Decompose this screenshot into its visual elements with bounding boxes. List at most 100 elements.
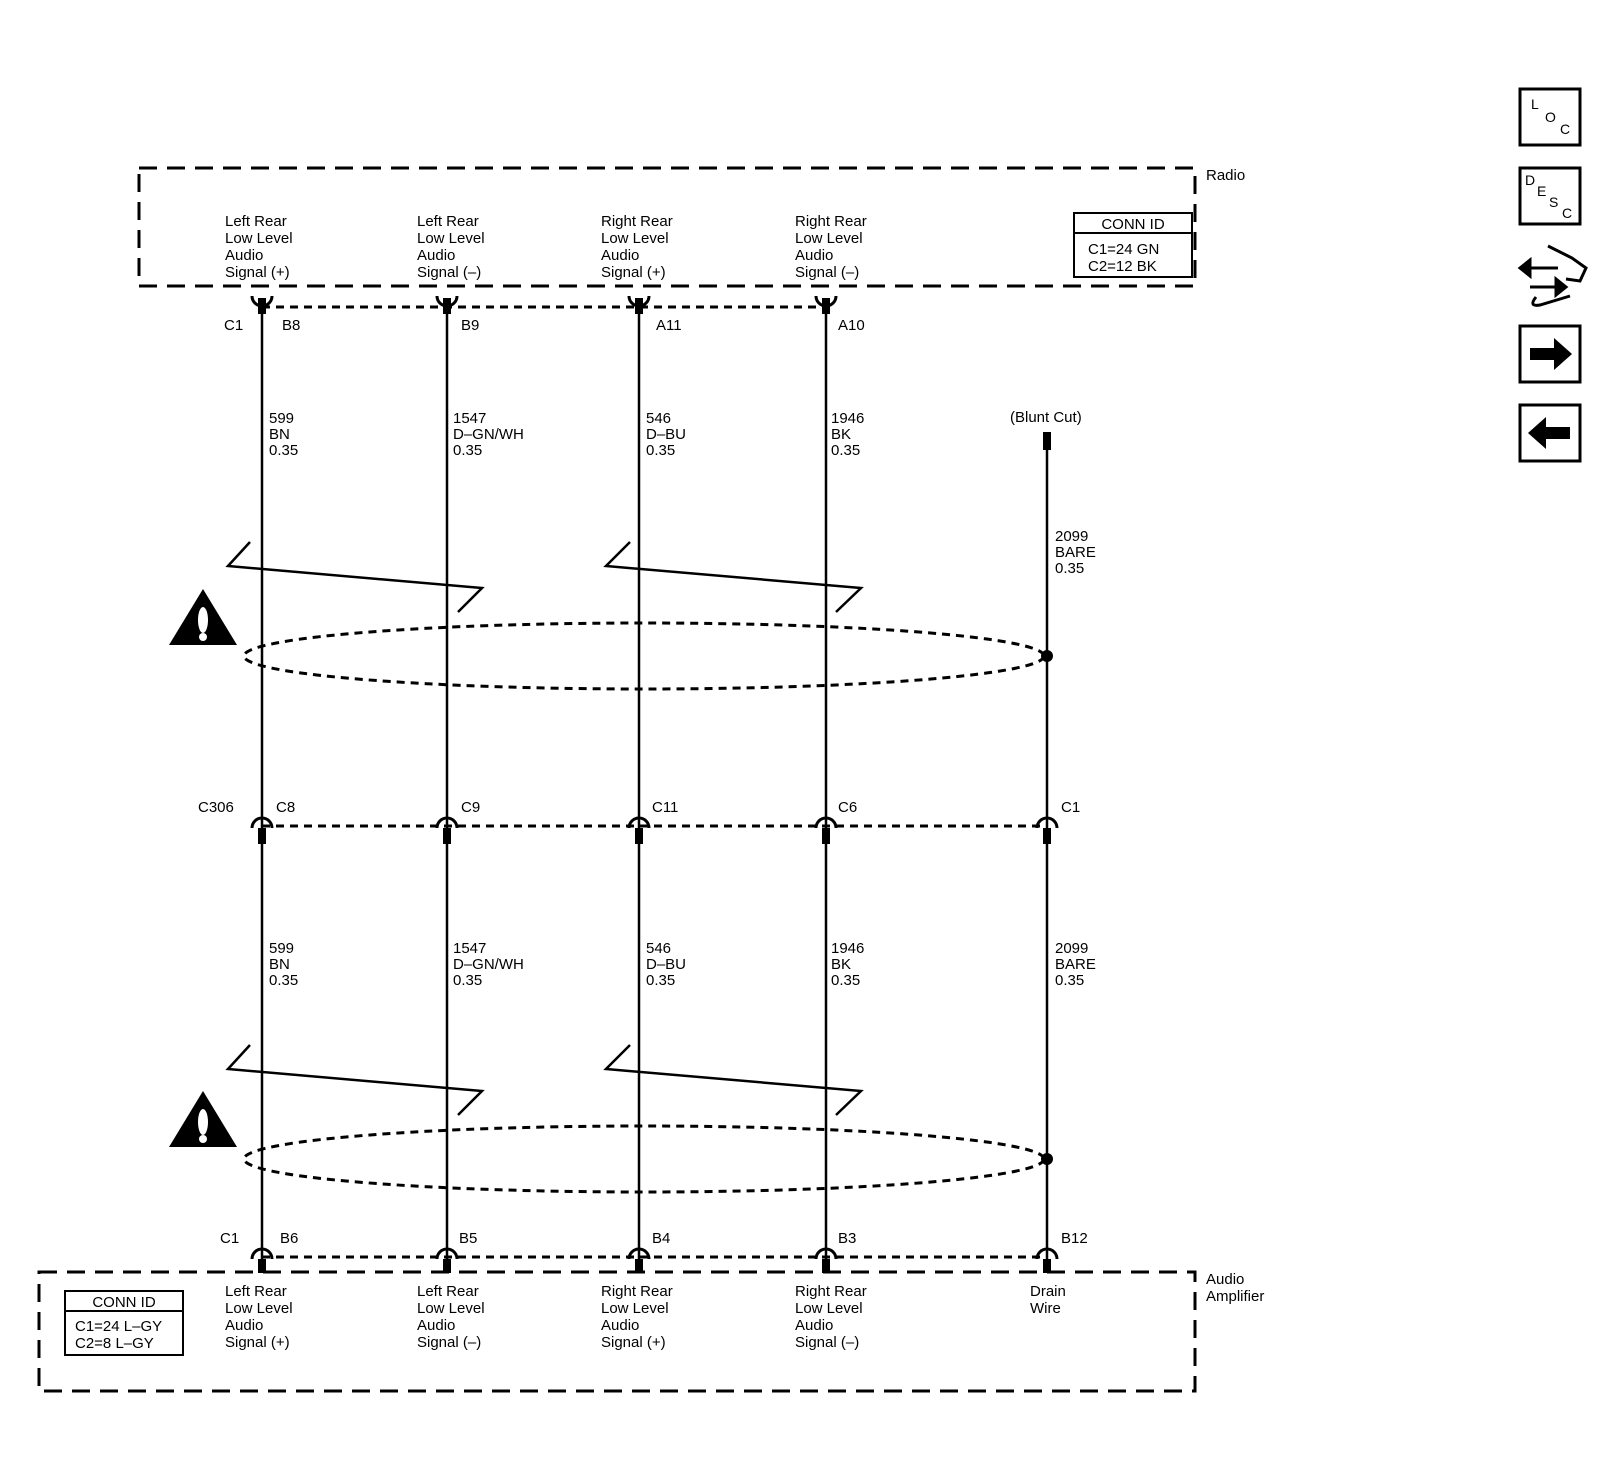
svg-text:D–BU: D–BU xyxy=(646,956,686,973)
caution-icon xyxy=(169,589,237,645)
radio-conn-id-line: C1=24 GN xyxy=(1088,241,1159,258)
svg-text:Audio: Audio xyxy=(417,1317,455,1334)
svg-text:O: O xyxy=(1545,109,1556,125)
wire-label: 1547 D–GN/WH 0.35 xyxy=(453,940,524,989)
amplifier-title: Audio xyxy=(1206,1271,1244,1288)
svg-text:Audio: Audio xyxy=(601,247,639,264)
svg-text:Drain: Drain xyxy=(1030,1283,1066,1300)
svg-text:599: 599 xyxy=(269,940,294,957)
amp-conn-id-line: C1=24 L–GY xyxy=(75,1318,162,1335)
svg-text:BK: BK xyxy=(831,426,851,443)
radio-signal-label: Right Rear Low Level Audio Signal (–) xyxy=(795,213,867,281)
svg-text:Low Level: Low Level xyxy=(225,230,293,247)
svg-text:L: L xyxy=(1531,96,1539,112)
radio-pin-label: B8 xyxy=(282,317,300,334)
inline-connector-label: C306 xyxy=(198,799,234,816)
wire-label: 599 BN 0.35 xyxy=(269,940,298,989)
amp-signal-label: Right Rear Low Level Audio Signal (+) xyxy=(601,1283,673,1351)
svg-text:BN: BN xyxy=(269,956,290,973)
amp-pin-label: B6 xyxy=(280,1230,298,1247)
svg-text:Audio: Audio xyxy=(225,247,263,264)
svg-text:Low Level: Low Level xyxy=(601,1300,669,1317)
svg-text:Right Rear: Right Rear xyxy=(601,213,673,230)
svg-text:0.35: 0.35 xyxy=(831,442,860,459)
svg-text:BK: BK xyxy=(831,956,851,973)
svg-text:Left Rear: Left Rear xyxy=(225,1283,287,1300)
connector-hand-icon[interactable] xyxy=(1517,244,1588,307)
svg-text:Left Rear: Left Rear xyxy=(225,213,287,230)
radio-title: Radio xyxy=(1206,167,1245,184)
svg-text:1547: 1547 xyxy=(453,940,486,957)
arrow-left-icon[interactable] xyxy=(1518,403,1582,463)
svg-text:Signal (+): Signal (+) xyxy=(601,1334,666,1351)
svg-text:2099: 2099 xyxy=(1055,940,1088,957)
svg-text:1946: 1946 xyxy=(831,940,864,957)
twisted-pair-symbol xyxy=(225,1044,864,1116)
svg-text:Low Level: Low Level xyxy=(417,1300,485,1317)
inline-pin-label: C6 xyxy=(838,799,857,816)
shield-symbol xyxy=(242,621,1046,691)
wire-label: 2099 BARE 0.35 xyxy=(1055,940,1096,989)
svg-text:C: C xyxy=(1560,121,1570,137)
svg-text:BN: BN xyxy=(269,426,290,443)
radio-signal-label: Right Rear Low Level Audio Signal (+) xyxy=(601,213,673,281)
svg-text:Audio: Audio xyxy=(225,1317,263,1334)
svg-text:Signal (–): Signal (–) xyxy=(795,1334,859,1351)
wire-label: 1547 D–GN/WH 0.35 xyxy=(453,410,524,459)
svg-text:0.35: 0.35 xyxy=(1055,972,1084,989)
arrow-right-icon[interactable] xyxy=(1518,324,1582,384)
svg-text:Signal (–): Signal (–) xyxy=(417,1334,481,1351)
inline-pin-label: C9 xyxy=(461,799,480,816)
amp-signal-label: Left Rear Low Level Audio Signal (–) xyxy=(417,1283,485,1351)
amp-conn-id-header: CONN ID xyxy=(92,1294,156,1311)
wire-label: 599 BN 0.35 xyxy=(269,410,298,459)
radio-signal-label: Left Rear Low Level Audio Signal (+) xyxy=(225,213,293,281)
svg-text:Low Level: Low Level xyxy=(225,1300,293,1317)
c306-terminals xyxy=(250,816,1059,829)
radio-signal-label: Left Rear Low Level Audio Signal (–) xyxy=(417,213,485,281)
svg-text:Audio: Audio xyxy=(417,247,455,264)
svg-text:Signal (–): Signal (–) xyxy=(417,264,481,281)
svg-text:C: C xyxy=(1562,205,1572,221)
svg-text:Signal (+): Signal (+) xyxy=(225,264,290,281)
amp-pin-label: B4 xyxy=(652,1230,670,1247)
svg-text:Right Rear: Right Rear xyxy=(601,1283,673,1300)
svg-text:Low Level: Low Level xyxy=(795,230,863,247)
wire-label: 2099 BARE 0.35 xyxy=(1055,528,1096,577)
splice-dot xyxy=(1041,1153,1053,1165)
inline-pin-label: C1 xyxy=(1061,799,1080,816)
svg-text:0.35: 0.35 xyxy=(269,972,298,989)
amp-signal-label: Left Rear Low Level Audio Signal (+) xyxy=(225,1283,293,1351)
blunt-cut-end xyxy=(1043,432,1051,450)
svg-text:Left Rear: Left Rear xyxy=(417,213,479,230)
svg-text:D–GN/WH: D–GN/WH xyxy=(453,426,524,443)
svg-text:0.35: 0.35 xyxy=(453,972,482,989)
svg-text:Audio: Audio xyxy=(601,1317,639,1334)
svg-text:S: S xyxy=(1549,194,1558,210)
svg-text:1946: 1946 xyxy=(831,410,864,427)
svg-text:2099: 2099 xyxy=(1055,528,1088,545)
svg-text:0.35: 0.35 xyxy=(1055,560,1084,577)
amp-pin-label: B12 xyxy=(1061,1230,1088,1247)
radio-conn-id-header: CONN ID xyxy=(1101,216,1165,233)
amplifier-outline xyxy=(37,1270,1197,1393)
wire-label: 546 D–BU 0.35 xyxy=(646,410,686,459)
wire-2099-drain xyxy=(1043,432,1051,1262)
radio-pin-label: A10 xyxy=(838,317,865,334)
amp-signal-label: Right Rear Low Level Audio Signal (–) xyxy=(795,1283,867,1351)
amp-conn-id-line: C2=8 L–GY xyxy=(75,1335,154,1352)
radio-pin-label: A11 xyxy=(656,317,682,334)
loc-button[interactable]: L O C xyxy=(1518,87,1582,147)
radio-pin-label: B9 xyxy=(461,317,479,334)
desc-button[interactable]: D E S C xyxy=(1518,166,1582,226)
svg-text:Left Rear: Left Rear xyxy=(417,1283,479,1300)
amp-signal-label: Drain Wire xyxy=(1030,1283,1066,1317)
amp-pin-label: B5 xyxy=(459,1230,477,1247)
svg-text:BARE: BARE xyxy=(1055,544,1096,561)
svg-text:D–GN/WH: D–GN/WH xyxy=(453,956,524,973)
radio-component: Radio CONN ID C1=24 GN C2=12 BK Left Rea… xyxy=(137,166,1245,334)
svg-text:D: D xyxy=(1525,172,1535,188)
svg-text:E: E xyxy=(1537,183,1546,199)
svg-text:BARE: BARE xyxy=(1055,956,1096,973)
